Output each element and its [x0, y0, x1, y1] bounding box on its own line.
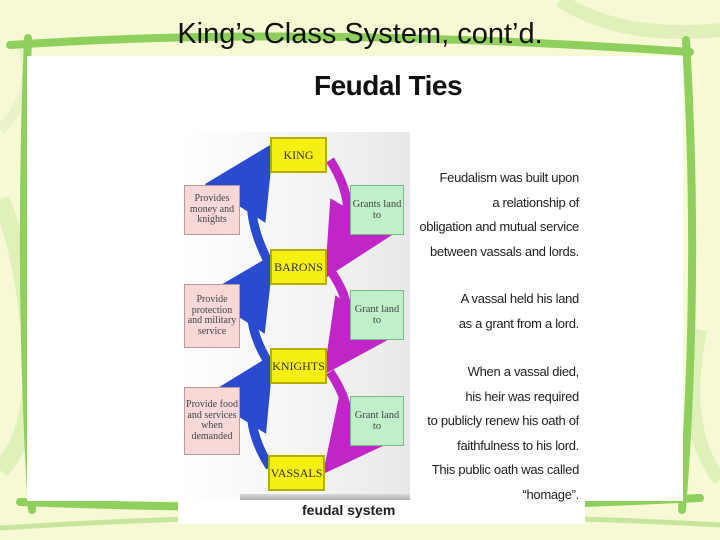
rank-knights: KNIGHTS — [270, 348, 327, 384]
up-arrow-2 — [204, 253, 274, 368]
figure-title: Feudal Ties — [314, 70, 463, 101]
text-line: A vassal held his land — [460, 291, 580, 306]
text-block-vassal-land: A vassal held his land as a grant from a… — [458, 287, 580, 336]
text-line: as a grant from a lord. — [458, 315, 580, 331]
duty-vassals-to-knights: Provide food and services when demanded — [184, 387, 240, 455]
rank-king: KING — [270, 137, 327, 173]
text-line: Feudalism was built upon — [439, 170, 580, 185]
figure-caption: feudal system — [302, 502, 396, 518]
down-arrow-3 — [322, 369, 396, 475]
text-line: a relationship of — [492, 194, 579, 210]
down-arrow-1 — [324, 157, 393, 279]
text-line: his heir was required — [465, 388, 579, 404]
down-arrow-2 — [323, 267, 395, 375]
grant-barons-to-knights: Grant land to — [350, 290, 404, 340]
text-line: When a vassal died, — [467, 364, 580, 379]
ground-bar — [240, 494, 410, 500]
duty-barons-to-king: Provides money and knights — [184, 185, 240, 235]
cycle-arrows — [204, 142, 396, 475]
slide-title: King’s Class System, cont’d. — [177, 18, 543, 50]
rank-barons: BARONS — [270, 249, 327, 285]
rank-vassals: VASSALS — [268, 455, 325, 491]
text-line: “homage”. — [522, 486, 579, 502]
text-line: This public oath was called — [431, 462, 580, 477]
text-block-feudalism: Feudalism was built upon a relationship … — [419, 166, 579, 264]
text-line: to publicly renew his oath of — [427, 413, 579, 428]
feudal-ties-figure: Feudal Ties KING BARONS KNIGHTS VASSALS … — [178, 62, 585, 524]
text-block-homage: When a vassal died, his heir was require… — [427, 360, 579, 507]
up-arrow-1 — [204, 142, 274, 268]
grant-king-to-barons: Grants land to — [350, 185, 404, 235]
text-line: between vassals and lords. — [429, 243, 579, 259]
grant-knights-to-vassals: Grant land to — [350, 396, 404, 446]
duty-knights-to-barons: Provide protection and military service — [184, 284, 240, 348]
text-line: obligation and mutual service — [419, 219, 579, 234]
up-arrow-3 — [204, 353, 274, 470]
text-line: faithfulness to his lord. — [457, 437, 579, 453]
